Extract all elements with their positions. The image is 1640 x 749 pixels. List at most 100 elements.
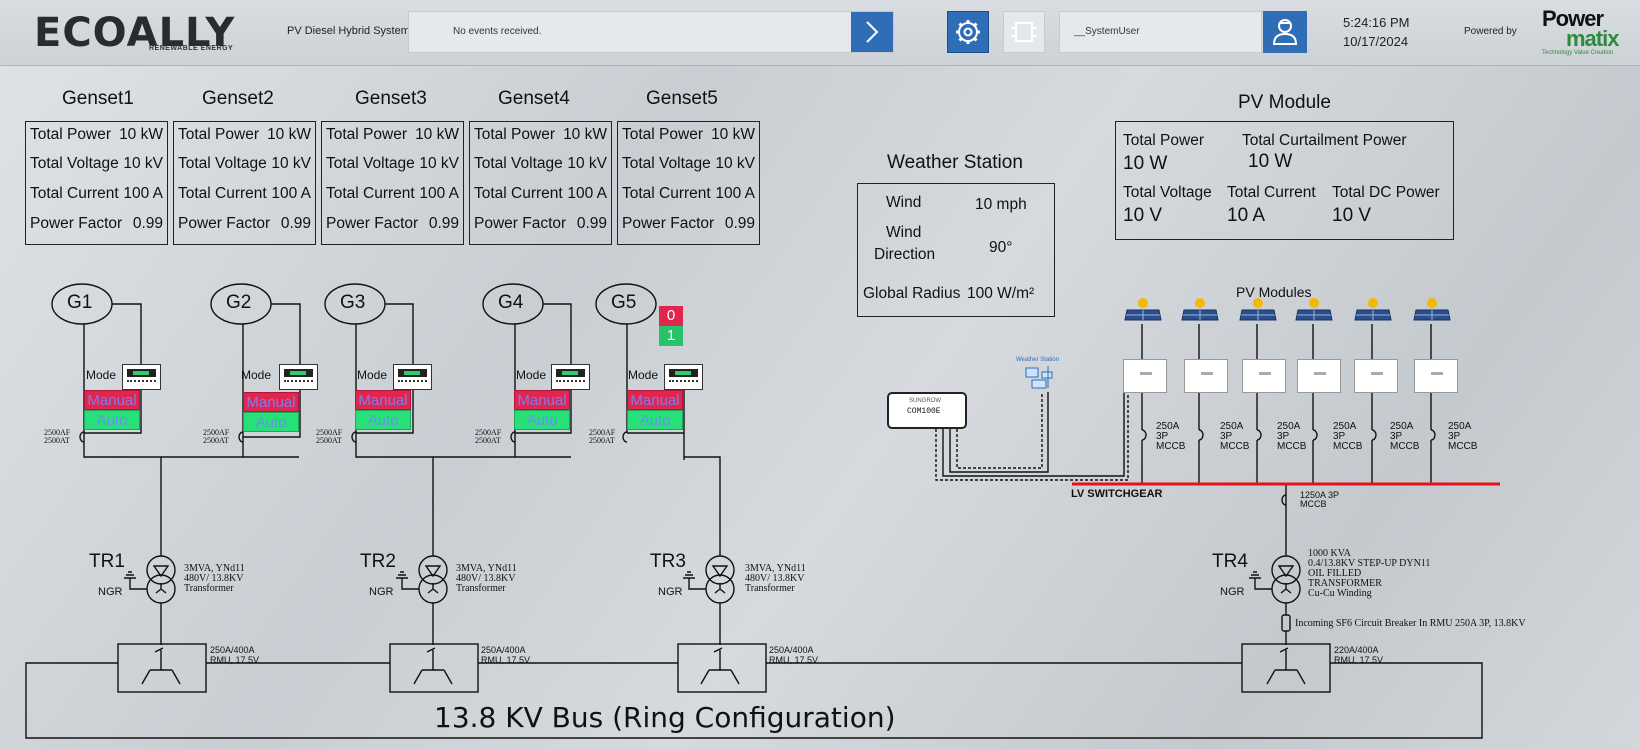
tr4-label: TR4 [1212,551,1248,572]
user-name: __SystemUser [1074,26,1140,37]
tr3-ngr: NGR [658,586,683,598]
inverter-5[interactable] [1354,359,1398,393]
mode-label: Mode [241,368,272,382]
controller-g2[interactable] [279,364,318,390]
g5-auto-button[interactable]: Auto [627,410,683,430]
g5-status-1[interactable]: 1 [659,326,683,346]
mccb-rating: 250A [1277,421,1301,432]
mccb-rating: 250A [1448,421,1472,432]
g2-auto-button[interactable]: Auto [243,412,299,432]
inverter-2[interactable] [1184,359,1228,393]
rmu-type: RMU, 17.5V [210,655,260,665]
global-radius-value: 100 W/m² [967,285,1035,302]
total-voltage-label: Total Voltage [30,155,119,172]
total-current-label: Total Current [622,185,711,202]
modules-icon [1012,22,1036,42]
total-power-value: 10 kW [267,126,311,143]
data-logger[interactable]: SUNGROW COM100E [887,392,967,429]
wind-direction-value: 90° [989,239,1013,256]
g3-manual-button[interactable]: Manual [355,390,411,410]
tr4-ngr: NGR [1220,586,1245,598]
mccb-poles: 3P [1277,431,1290,442]
generator-label-g5: G5 [611,292,637,313]
inverter-3[interactable] [1242,359,1286,393]
controller-g1[interactable] [122,364,161,390]
clock-time: 5:24:16 PM [1343,15,1410,30]
pv-total-voltage-value: 10 V [1123,205,1163,226]
total-power-value: 10 kW [415,126,459,143]
inverter-1[interactable] [1123,359,1167,393]
rmu-type: RMU, 17.5V [481,655,531,665]
main-mccb-type: MCCB [1300,499,1327,509]
mccb-poles: 3P [1448,431,1461,442]
g4-auto-button[interactable]: Auto [514,410,570,430]
inverter-6[interactable] [1414,359,1458,393]
tr2-spec3: Transformer [456,583,506,594]
user-field[interactable]: __SystemUser [1059,11,1262,53]
total-power-label: Total Power [474,126,555,143]
mode-label: Mode [86,368,117,382]
tr4-spec5: Cu-Cu Winding [1308,588,1372,599]
mccb-type: MCCB [1448,441,1478,452]
solar-panel-3 [1238,296,1278,324]
mode-label: Mode [516,368,547,382]
breaker-rating: 2500AF [44,428,71,437]
pv-curtailment-label: Total Curtailment Power [1242,132,1407,149]
genset1-title: Genset1 [62,88,134,109]
g3-auto-button[interactable]: Auto [355,410,411,430]
tr1-spec3: Transformer [184,583,234,594]
generator-label-g1: G1 [67,292,93,313]
rmu-3 [677,643,767,693]
rmu-2 [389,643,479,693]
controller-g5[interactable] [664,364,703,390]
total-current-label: Total Current [30,185,119,202]
settings-button[interactable] [947,11,989,53]
partner-tagline: Technology Value Creation [1542,50,1614,56]
wind-value: 10 mph [975,196,1027,213]
user-icon [1272,19,1298,45]
solar-panel-5 [1353,296,1393,324]
breaker-rating: 2500AF [589,428,616,437]
power-factor-value: 0.99 [280,215,311,232]
pv-total-current-value: 10 A [1227,205,1266,226]
controller-g4[interactable] [551,364,590,390]
tr2-label: TR2 [360,551,396,572]
g1-auto-button[interactable]: Auto [84,410,140,430]
g5-manual-button[interactable]: Manual [627,390,683,410]
genset3-title: Genset3 [355,88,427,109]
weather-station-panel: Wind 10 mph Wind Direction 90° Global Ra… [857,183,1055,317]
pv-total-dc-label: Total DC Power [1332,184,1440,201]
mccb-rating: 250A [1390,421,1414,432]
events-next-button[interactable] [851,12,893,52]
incoming-sf6-breaker [1281,614,1291,632]
tr3-spec2: 480V/ 13.8KV [745,573,805,584]
g2-manual-button[interactable]: Manual [243,392,299,412]
controller-g3[interactable] [393,364,432,390]
rmu-rating: 250A/400A [210,645,255,655]
power-factor-label: Power Factor [474,215,567,232]
events-banner[interactable]: No events received. [408,11,894,53]
g5-status-0[interactable]: 0 [659,306,683,326]
tr4-spec3: OIL FILLED [1308,568,1362,579]
modules-button[interactable] [1003,11,1045,53]
powered-by-label: Powered by [1464,26,1517,37]
solar-panel-6 [1412,296,1452,324]
power-factor-label: Power Factor [178,215,271,232]
incoming-breaker-label: Incoming SF6 Circuit Breaker In RMU 250A… [1295,618,1526,629]
tr3-spec1: 3MVA, YNd11 [745,563,806,574]
power-factor-value: 0.99 [576,215,607,232]
total-current-value: 100 A [123,185,163,202]
g4-manual-button[interactable]: Manual [514,390,570,410]
weather-station-device[interactable]: Weather Station [1016,357,1068,392]
inverter-4[interactable] [1297,359,1341,393]
generator-label-g2: G2 [226,292,252,313]
power-factor-value: 0.99 [132,215,163,232]
user-button[interactable] [1263,11,1307,53]
total-current-value: 100 A [419,185,459,202]
g1-manual-button[interactable]: Manual [84,390,140,410]
powermatix-logo: Power matix Technology Value Creation [1542,8,1632,57]
generator-label-g3: G3 [340,292,366,313]
breaker-rating: 2500AF [475,428,502,437]
wind-direction-label-1: Wind [886,224,922,241]
solar-panel-2 [1180,296,1220,324]
